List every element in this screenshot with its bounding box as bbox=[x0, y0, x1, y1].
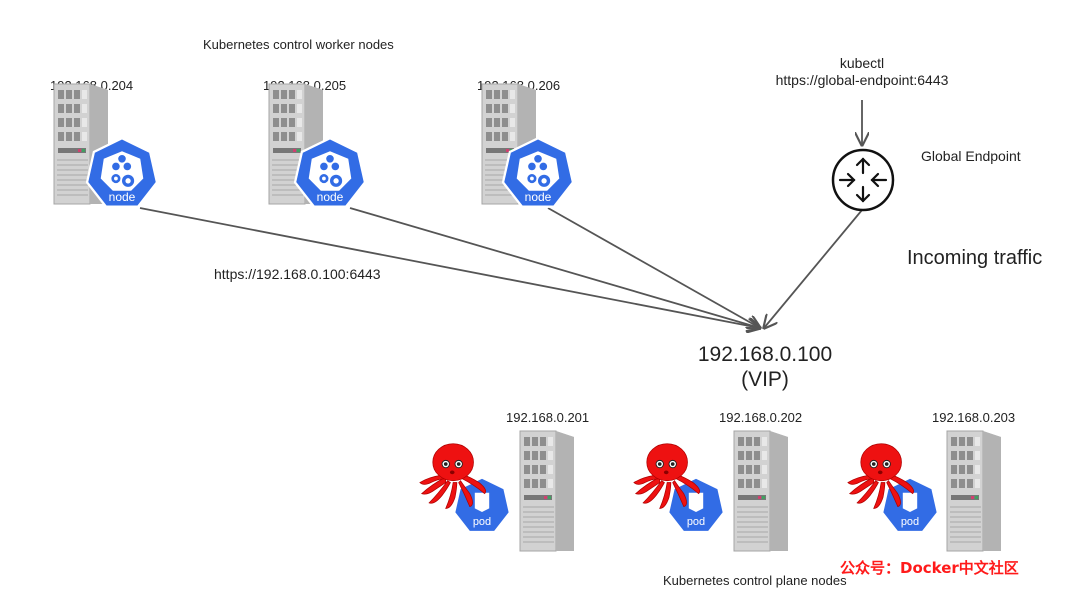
octopus-icon bbox=[418, 440, 492, 514]
worker-connection-label: https://192.168.0.100:6443 bbox=[214, 266, 381, 282]
server-icon bbox=[730, 427, 792, 555]
watermark: 公众号：Docker中文社区 bbox=[840, 559, 1019, 577]
incoming-traffic-label: Incoming traffic bbox=[907, 247, 1043, 269]
kubernetes-node-icon bbox=[292, 136, 368, 212]
global-endpoint-label: Global Endpoint bbox=[921, 148, 1021, 164]
control-plane-node-ip: 192.168.0.202 bbox=[719, 410, 803, 425]
octopus-icon bbox=[846, 440, 920, 514]
vip-ip: 192.168.0.100 bbox=[697, 343, 833, 366]
server-icon bbox=[943, 427, 1005, 555]
octopus-icon bbox=[632, 440, 706, 514]
node-badge-label: node bbox=[108, 190, 136, 204]
kubernetes-pod-icon bbox=[666, 476, 726, 536]
link-worker-205-to-vip bbox=[349, 207, 760, 328]
pod-badge-label: pod bbox=[686, 516, 706, 528]
server-icon bbox=[516, 427, 578, 555]
link-worker-206-to-vip bbox=[547, 207, 760, 328]
router-icon bbox=[831, 148, 895, 212]
k8s-node-badge: node bbox=[84, 136, 160, 212]
k8s-pod-badge: pod bbox=[666, 476, 726, 536]
kubernetes-pod-icon bbox=[452, 476, 512, 536]
link-worker-204-to-vip bbox=[139, 207, 760, 328]
kubectl-url: https://global-endpoint:6443 bbox=[775, 72, 949, 88]
link-endpoint-to-vip bbox=[764, 209, 863, 328]
control-plane-node-ip: 192.168.0.201 bbox=[506, 410, 590, 425]
worker-section-title: Kubernetes control worker nodes bbox=[203, 37, 394, 52]
vip-label: (VIP) bbox=[741, 368, 789, 391]
kubectl-label: kubectl bbox=[839, 55, 885, 71]
k8s-node-badge: node bbox=[292, 136, 368, 212]
pod-badge-label: pod bbox=[900, 516, 920, 528]
pod-badge-label: pod bbox=[472, 516, 492, 528]
k8s-node-badge: node bbox=[500, 136, 576, 212]
k8s-pod-badge: pod bbox=[880, 476, 940, 536]
control-plane-section-title: Kubernetes control plane nodes bbox=[663, 573, 847, 588]
node-badge-label: node bbox=[524, 190, 552, 204]
vip: 192.168.0.100 (VIP) bbox=[680, 342, 850, 392]
k8s-pod-badge: pod bbox=[452, 476, 512, 536]
kubectl-client: kubectl https://global-endpoint:6443 bbox=[762, 55, 962, 89]
kubernetes-node-icon bbox=[500, 136, 576, 212]
kubernetes-pod-icon bbox=[880, 476, 940, 536]
control-plane-node-ip: 192.168.0.203 bbox=[932, 410, 1016, 425]
node-badge-label: node bbox=[316, 190, 344, 204]
kubernetes-node-icon bbox=[84, 136, 160, 212]
